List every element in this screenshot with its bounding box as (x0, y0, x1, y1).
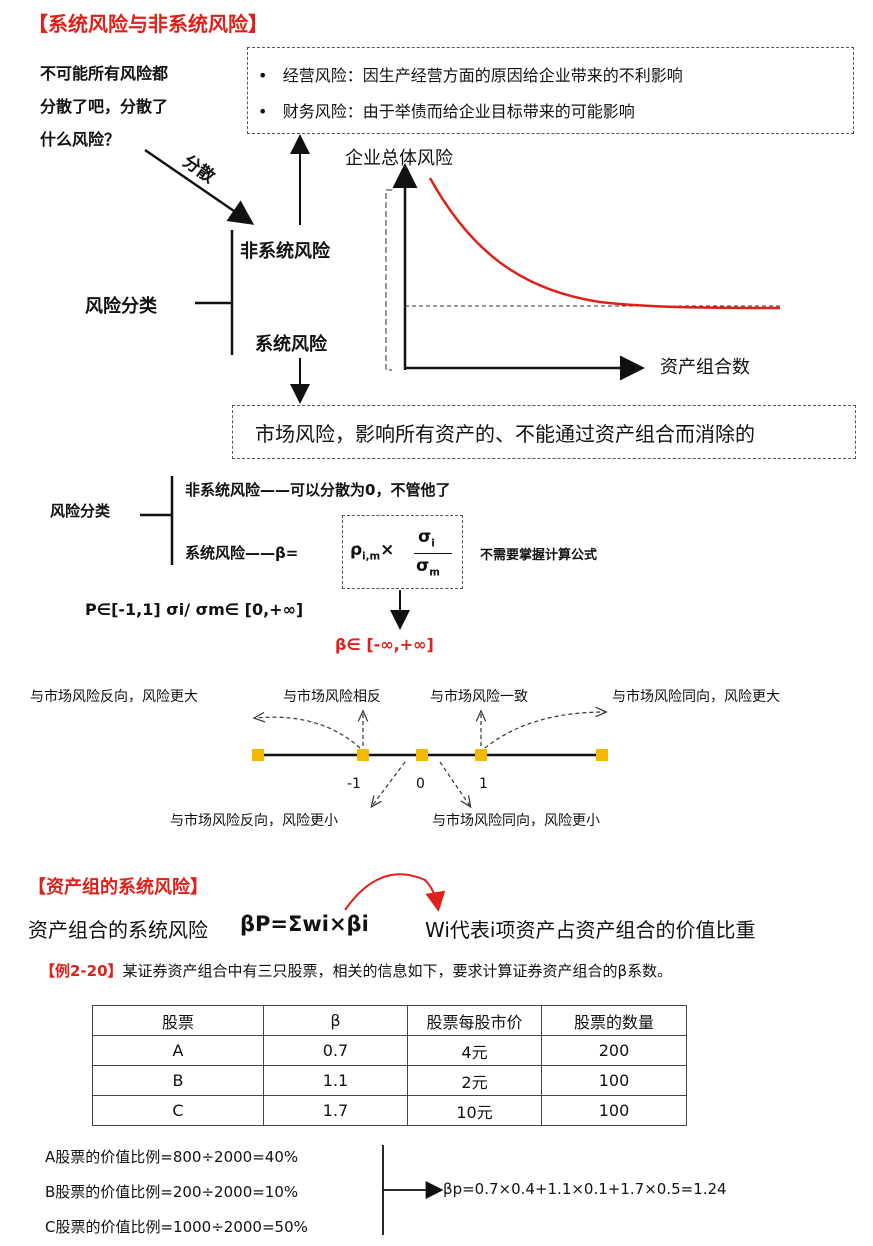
chart-xlabel: 资产组合数 (660, 357, 750, 378)
cell: 1.1 (263, 1065, 408, 1096)
section-title-1: 【系统风险与非系统风险】 (28, 12, 268, 36)
label-opposite: 与市场风险相反 (283, 689, 381, 705)
classification-label: 风险分类 (85, 296, 157, 317)
header-cell: 股票 (92, 1005, 264, 1036)
question-line-3: 什么风险？ (40, 130, 121, 149)
diversify-arrow (144, 148, 255, 225)
arrow-pos-small (439, 761, 470, 806)
table-header-row: 股票 β 股票每股市价 股票的数量 (92, 1005, 687, 1036)
formula-note: 不需要掌握计算公式 (480, 548, 598, 563)
question-line-2: 分散了吧，分散了 (40, 97, 169, 116)
label-pos-small: 与市场风险同向，风险更小 (432, 813, 600, 829)
bullet-icon: • (258, 66, 268, 85)
risk-types-box (247, 47, 854, 134)
unsystematic-label: 非系统风险 (240, 241, 330, 262)
label-pos-large: 与市场风险同向，风险更大 (612, 689, 780, 705)
bracket-2 (140, 476, 174, 565)
cell: B (92, 1065, 264, 1096)
question-line-1: 不可能所有风险都 (40, 64, 169, 83)
section-title-3: 【资产组的系统风险】 (28, 877, 208, 898)
chart-ylabel: 企业总体风险 (345, 148, 453, 169)
classification-label-2: 风险分类 (50, 502, 111, 520)
example-line: 【例2-20】某证券资产组合中有三只股票，相关的信息如下，要求计算证券资产组合的… (40, 960, 672, 981)
beta-range: β∈ [-∞,+∞] (335, 635, 434, 654)
bracket (195, 230, 234, 355)
cell: C (92, 1095, 264, 1126)
number-line-marker (416, 749, 428, 761)
number-line-marker (475, 749, 487, 761)
ratio-b: B股票的价值比例=200÷2000=10% (45, 1183, 299, 1201)
beta-result: βp=0.7×0.4+1.1×0.1+1.7×0.5=1.24 (443, 1180, 727, 1198)
systematic-prefix: 系统风险——β= (185, 544, 299, 562)
weight-note: Wi代表i项资产占资产组合的价值比重 (425, 918, 756, 942)
bullet-1: • 经营风险：因生产经营方面的原因给企业带来的不利影响 (258, 62, 683, 86)
label-consistent: 与市场风险一致 (430, 689, 528, 705)
cell: 0.7 (263, 1035, 408, 1066)
cell: 4元 (407, 1035, 542, 1066)
portfolio-formula-text: 资产组合的系统风险 (28, 918, 208, 942)
arrow-pos-large (484, 712, 605, 749)
cell: 10元 (407, 1095, 542, 1126)
cell: 1.7 (263, 1095, 408, 1126)
label-neg-large: 与市场风险反向，风险更大 (30, 689, 198, 705)
cell: A (92, 1035, 264, 1066)
header-cell: 股票的数量 (541, 1005, 687, 1036)
tick-zero: 0 (416, 776, 425, 792)
ratio-c: C股票的价值比例=1000÷2000=50% (45, 1218, 308, 1236)
cell: 2元 (407, 1065, 542, 1096)
sigma-m: σm (416, 556, 440, 579)
market-risk-text: 市场风险，影响所有资产的、不能通过资产组合而消除的 (255, 422, 755, 446)
weight-curved-arrow (344, 873, 446, 912)
bullet-text: 经营风险：因生产经营方面的原因给企业带来的不利影响 (282, 66, 683, 85)
cell: 100 (541, 1065, 687, 1096)
bullet-2: • 财务风险：由于举债而给企业目标带来的可能影响 (258, 98, 635, 122)
ratio-bracket (382, 1145, 440, 1235)
ranges-text: P∈[-1,1] σi/ σm∈ [0,+∞] (85, 600, 304, 619)
bullet-text: 财务风险：由于举债而给企业目标带来的可能影响 (282, 102, 635, 121)
example-text: 某证券资产组合中有三只股票，相关的信息如下，要求计算证券资产组合的β系数。 (122, 962, 673, 980)
bullet-icon: • (258, 102, 268, 121)
market-risk-box (232, 405, 856, 459)
rho-term: ρi,m× (350, 540, 395, 563)
example-tag: 【例2-20】 (40, 962, 123, 980)
risk-curve (428, 177, 781, 310)
chart-brace (385, 189, 392, 371)
cell: 100 (541, 1095, 687, 1126)
systematic-label: 系统风险 (255, 334, 327, 355)
portfolio-formula: βP=Σwi×βi (240, 912, 369, 936)
arrow-neg-large (255, 717, 361, 749)
tick-neg-one: -1 (347, 776, 361, 792)
arrow-neg-small (372, 761, 406, 806)
ratio-a: A股票的价值比例=800÷2000=40% (45, 1148, 299, 1166)
header-cell: β (263, 1005, 408, 1036)
cell: 200 (541, 1035, 687, 1066)
header-cell: 股票每股市价 (407, 1005, 542, 1036)
tick-one: 1 (479, 776, 488, 792)
number-line-marker (596, 749, 608, 761)
number-line-marker (357, 749, 369, 761)
unsystematic-line: 非系统风险——可以分散为0，不管他了 (185, 481, 451, 499)
number-line-marker (252, 749, 264, 761)
fraction-bar (414, 553, 452, 554)
beta-formula-box (342, 515, 463, 589)
sigma-i: σi (418, 527, 435, 550)
label-neg-small: 与市场风险反向，风险更小 (170, 813, 338, 829)
